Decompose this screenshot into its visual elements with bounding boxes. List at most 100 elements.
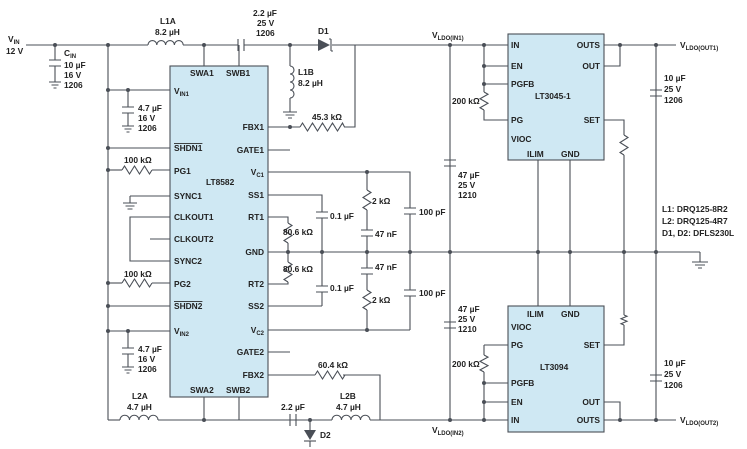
cin-label: CIN xyxy=(64,48,76,60)
lt3094-pin-in: IN xyxy=(511,415,519,425)
lt3045-pins: IN EN PGFB PG VIOC OUTS OUT SET ILIM GND… xyxy=(511,40,601,159)
pin-rt1: RT1 xyxy=(248,212,264,222)
c100p2-value: 100 pF xyxy=(419,288,446,298)
cvin1-capacitor xyxy=(122,106,134,133)
cin-value: 10 µF xyxy=(64,60,86,70)
rfbx2-resistor xyxy=(314,369,346,381)
rpg1-value: 100 kΩ xyxy=(124,155,152,165)
cfly1-value: 2.2 µF xyxy=(253,8,277,18)
cout2-capacitor xyxy=(650,374,662,382)
pin-gate2: GATE2 xyxy=(237,347,265,357)
cvc2-capacitor xyxy=(361,267,373,275)
rpgfb1-resistor xyxy=(478,91,490,111)
lt3094-pins: ILIM GND VIOC PG PGFB EN IN SET OUT OUTS… xyxy=(511,309,601,425)
cout2-voltage: 25 V xyxy=(664,369,682,379)
vin-value: 12 V xyxy=(6,46,24,56)
rvc2-value: 2 kΩ xyxy=(372,295,391,305)
c100p1-capacitor xyxy=(404,207,416,215)
css2-capacitor xyxy=(316,285,328,293)
lt3045-pin-in: IN xyxy=(511,40,519,50)
rvc1-value: 2 kΩ xyxy=(372,196,391,206)
rpg1-resistor xyxy=(121,164,153,176)
lt3045-pin-gnd: GND xyxy=(561,149,580,159)
pin-vc1: VC1 xyxy=(251,167,265,179)
l1a-name: L1A xyxy=(160,16,176,26)
lt3045-pin-set: SET xyxy=(584,115,601,125)
cfly1-voltage: 25 V xyxy=(257,18,275,28)
lt3045-pin-ilim: ILIM xyxy=(527,149,544,159)
pin-clkout1: CLKOUT1 xyxy=(174,212,214,222)
pin-swa2: SWA2 xyxy=(190,385,214,395)
l1b-inductor xyxy=(289,65,295,99)
lt3045-pin-en: EN xyxy=(511,61,523,71)
rfbx2-value: 60.4 kΩ xyxy=(318,360,348,370)
cfly2-capacitor xyxy=(289,414,297,426)
cout2-pkg: 1206 xyxy=(664,380,683,390)
pin-shdn2: SHDN2 xyxy=(174,301,203,311)
lt3045-pin-pg: PG xyxy=(511,115,523,125)
cldoin1-voltage: 25 V xyxy=(458,180,476,190)
rset2-resistor xyxy=(619,314,629,326)
l2b-inductor xyxy=(331,414,371,421)
cvin1-voltage: 16 V xyxy=(138,113,156,123)
cvc1-value: 47 nF xyxy=(375,229,397,239)
css1-capacitor xyxy=(316,211,328,219)
main-ground-icon xyxy=(692,261,708,269)
lt3094-pin-en: EN xyxy=(511,397,523,407)
cin-voltage: 16 V xyxy=(64,70,82,80)
lt3045-name: LT3045-1 xyxy=(535,91,571,101)
cvc1-capacitor xyxy=(361,229,373,237)
rrt1-resistor xyxy=(282,222,294,244)
rvc2-resistor xyxy=(361,289,373,311)
l2a-value: 4.7 µH xyxy=(127,402,152,412)
lt3045-pin-outs: OUTS xyxy=(577,40,601,50)
pin-fbx1: FBX1 xyxy=(243,122,265,132)
cout1-voltage: 25 V xyxy=(664,84,682,94)
symbols xyxy=(49,38,708,447)
l1a-inductor xyxy=(147,40,184,46)
rfbx1-resistor xyxy=(299,121,350,133)
rpg2-value: 100 kΩ xyxy=(124,269,152,279)
pin-pg1: PG1 xyxy=(174,166,191,176)
css1-value: 0.1 µF xyxy=(330,211,354,221)
cin-pkg: 1206 xyxy=(64,80,83,90)
rfbx1-value: 45.3 kΩ xyxy=(312,112,342,122)
cout1-capacitor xyxy=(650,89,662,97)
cldoin1-value: 47 µF xyxy=(458,170,480,180)
cfly2-value: 2.2 µF xyxy=(281,402,305,412)
net-vldo-out2: VLDO(OUT2) xyxy=(680,415,718,427)
cvin2-voltage: 16 V xyxy=(138,354,156,364)
pin-vc2: VC2 xyxy=(251,325,265,337)
pin-sync2: SYNC2 xyxy=(174,256,202,266)
cldoin2-capacitor xyxy=(444,321,456,329)
css2-value: 0.1 µF xyxy=(330,283,354,293)
d2-name: D2 xyxy=(320,430,331,440)
cin-capacitor xyxy=(49,59,61,89)
lt3094-pin-set: SET xyxy=(584,340,601,350)
l1b-name: L1B xyxy=(298,67,314,77)
cvc2-value: 47 nF xyxy=(375,262,397,272)
pin-fbx2: FBX2 xyxy=(243,370,265,380)
lt3094-pin-pg: PG xyxy=(511,340,523,350)
junction-dots xyxy=(53,43,658,422)
legend-l1: L1: DRQ125-8R2 xyxy=(662,204,728,214)
rrt2-value: 80.6 kΩ xyxy=(283,264,313,274)
l2a-inductor xyxy=(119,414,159,421)
vin-label: VIN xyxy=(8,34,20,46)
pin-rt2: RT2 xyxy=(248,279,264,289)
lt3094-pin-gnd: GND xyxy=(561,309,580,319)
cldoin1-pkg: 1210 xyxy=(458,190,477,200)
c100p1-value: 100 pF xyxy=(419,207,446,217)
lt3094-pin-out: OUT xyxy=(582,397,601,407)
lt3094-chip xyxy=(507,305,605,433)
c100p2-capacitor xyxy=(404,289,416,297)
cfly1-pkg: 1206 xyxy=(256,28,275,38)
d1-name: D1 xyxy=(318,26,329,36)
lt3094-pin-pgfb: PGFB xyxy=(511,378,534,388)
rset1-resistor xyxy=(618,134,630,156)
rpgfb1-value: 200 kΩ xyxy=(452,96,480,106)
cldoin1-capacitor xyxy=(444,159,456,167)
lt8582-name: LT8582 xyxy=(206,177,235,187)
rrt1-value: 80.6 kΩ xyxy=(283,227,313,237)
